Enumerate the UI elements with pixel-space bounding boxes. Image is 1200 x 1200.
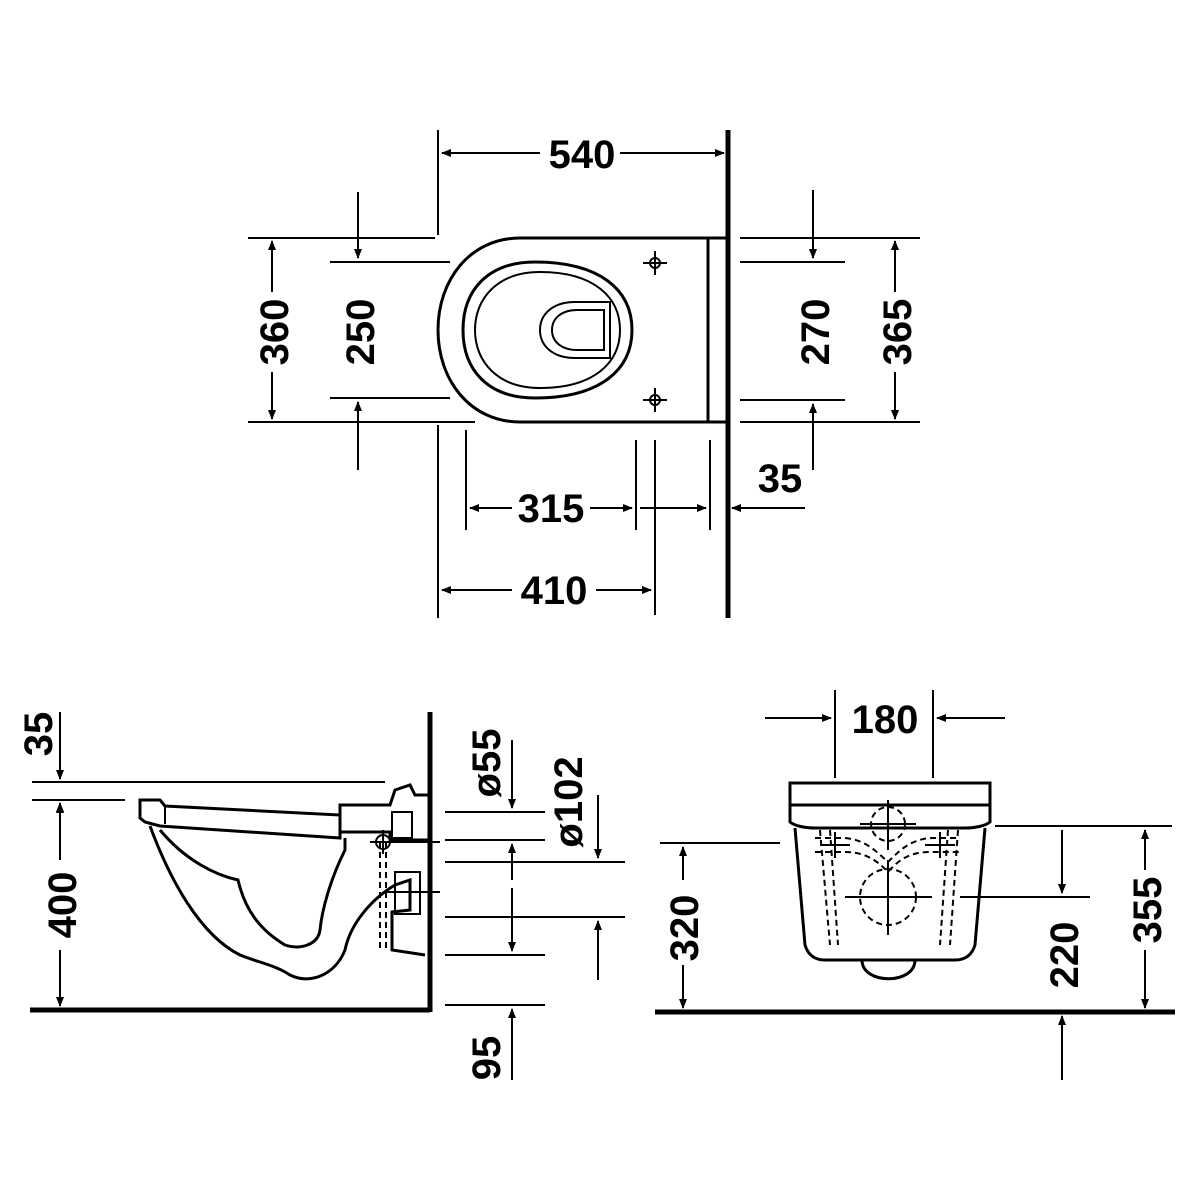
- dim-400: 400: [41, 872, 85, 939]
- dim-250: 250: [339, 299, 383, 366]
- inlet-circle-rear: [860, 800, 916, 850]
- side-view: 35 400 ø55 ø102 95: [17, 712, 625, 1081]
- fixing-hole-top: [643, 251, 667, 275]
- fixing-hole-bottom: [643, 388, 667, 412]
- fixing-cross-left: [820, 832, 850, 858]
- fixing-cross-right: [925, 832, 955, 858]
- seat-ring: [461, 260, 634, 400]
- dim-180: 180: [852, 698, 919, 742]
- rear-view: 180 320 220 355: [655, 690, 1175, 1080]
- dim-365: 365: [876, 299, 920, 366]
- dim-o55: ø55: [465, 729, 509, 798]
- dim-410: 410: [521, 569, 588, 613]
- mounting-plate: [706, 236, 730, 424]
- dim-315: 315: [518, 487, 585, 531]
- extension-lines-top: [248, 130, 920, 618]
- dim-360: 360: [253, 299, 297, 366]
- bowl-profile-side: [148, 825, 426, 981]
- dim-o102: ø102: [547, 756, 591, 847]
- trap-inner: [158, 829, 347, 949]
- dim-35-top: 35: [758, 457, 803, 501]
- top-view: 540 360 250 270 365 315 35 410: [248, 130, 920, 618]
- dim-355: 355: [1126, 877, 1170, 944]
- rear-block-side: [338, 783, 432, 842]
- dim-220: 220: [1043, 922, 1087, 989]
- outlet-bulge-rear: [860, 959, 917, 981]
- seat-top-rear: [788, 781, 992, 807]
- dim-95: 95: [465, 1036, 509, 1081]
- body-rear: [793, 827, 987, 962]
- drain-inner: [550, 309, 605, 351]
- rim-rear: [788, 803, 992, 830]
- bowl-outline: [436, 236, 708, 424]
- dim-320: 320: [663, 895, 707, 962]
- dim-35-side: 35: [17, 712, 61, 757]
- bowl-inner: [473, 270, 622, 390]
- dim-270: 270: [794, 299, 838, 366]
- dim-540: 540: [549, 133, 616, 177]
- outlet-circle-rear: [845, 860, 932, 935]
- seat-side: [138, 798, 342, 840]
- drain-opening: [538, 301, 611, 359]
- inlet-connector: [391, 811, 413, 839]
